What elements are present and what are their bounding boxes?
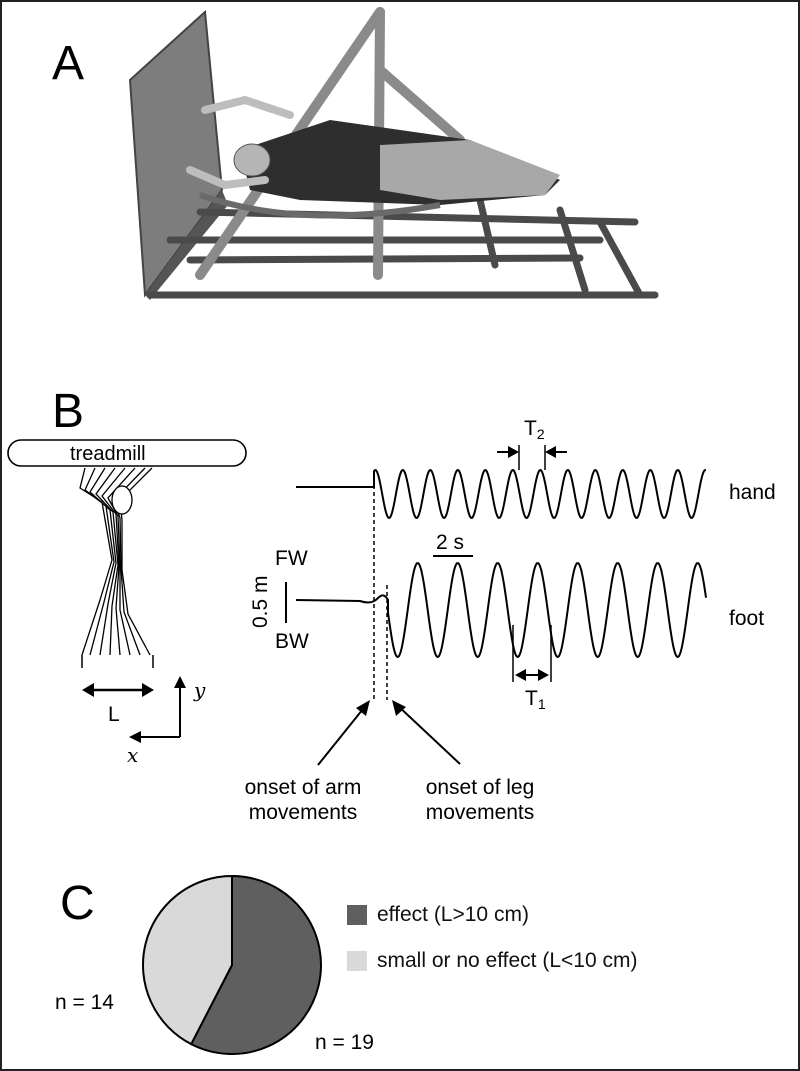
foot-trace	[295, 562, 707, 658]
forward-label: FW	[275, 547, 308, 570]
hand-trace	[296, 468, 707, 520]
legend-label-no-effect: small or no effect (L<10 cm)	[377, 949, 638, 972]
legend-swatch-no-effect	[347, 951, 367, 971]
legend-item-no-effect: small or no effect (L<10 cm)	[347, 949, 637, 973]
pie-slice-no-effect	[142, 874, 233, 1046]
stride-length-label: L	[108, 703, 120, 726]
legend-swatch-effect	[347, 905, 367, 925]
y-axis-label: y	[194, 678, 206, 702]
apparatus-illustration	[128, 7, 659, 300]
pie-count-no-effect: n = 14	[55, 991, 114, 1014]
stick-figure	[79, 467, 153, 656]
foot-label: foot	[729, 607, 765, 630]
time-scale-label: 2 s	[436, 531, 465, 554]
panel-c-letter: C	[60, 877, 95, 930]
pie-slice-effect	[189, 874, 322, 1055]
pie-count-effect: n = 19	[315, 1031, 374, 1054]
treadmill-box	[7, 439, 247, 467]
panel-a-letter: A	[52, 37, 85, 90]
t1-label: T1	[525, 687, 546, 712]
legend-label-effect: effect (L>10 cm)	[377, 903, 529, 926]
hand-label: hand	[729, 481, 776, 504]
panel-b-letter: B	[52, 385, 85, 438]
x-axis-label: x	[127, 743, 139, 767]
treadmill-label: treadmill	[70, 443, 146, 465]
t2-label: T2	[524, 417, 545, 442]
backward-label: BW	[275, 630, 309, 653]
legend-item-effect: effect (L>10 cm)	[347, 903, 529, 927]
